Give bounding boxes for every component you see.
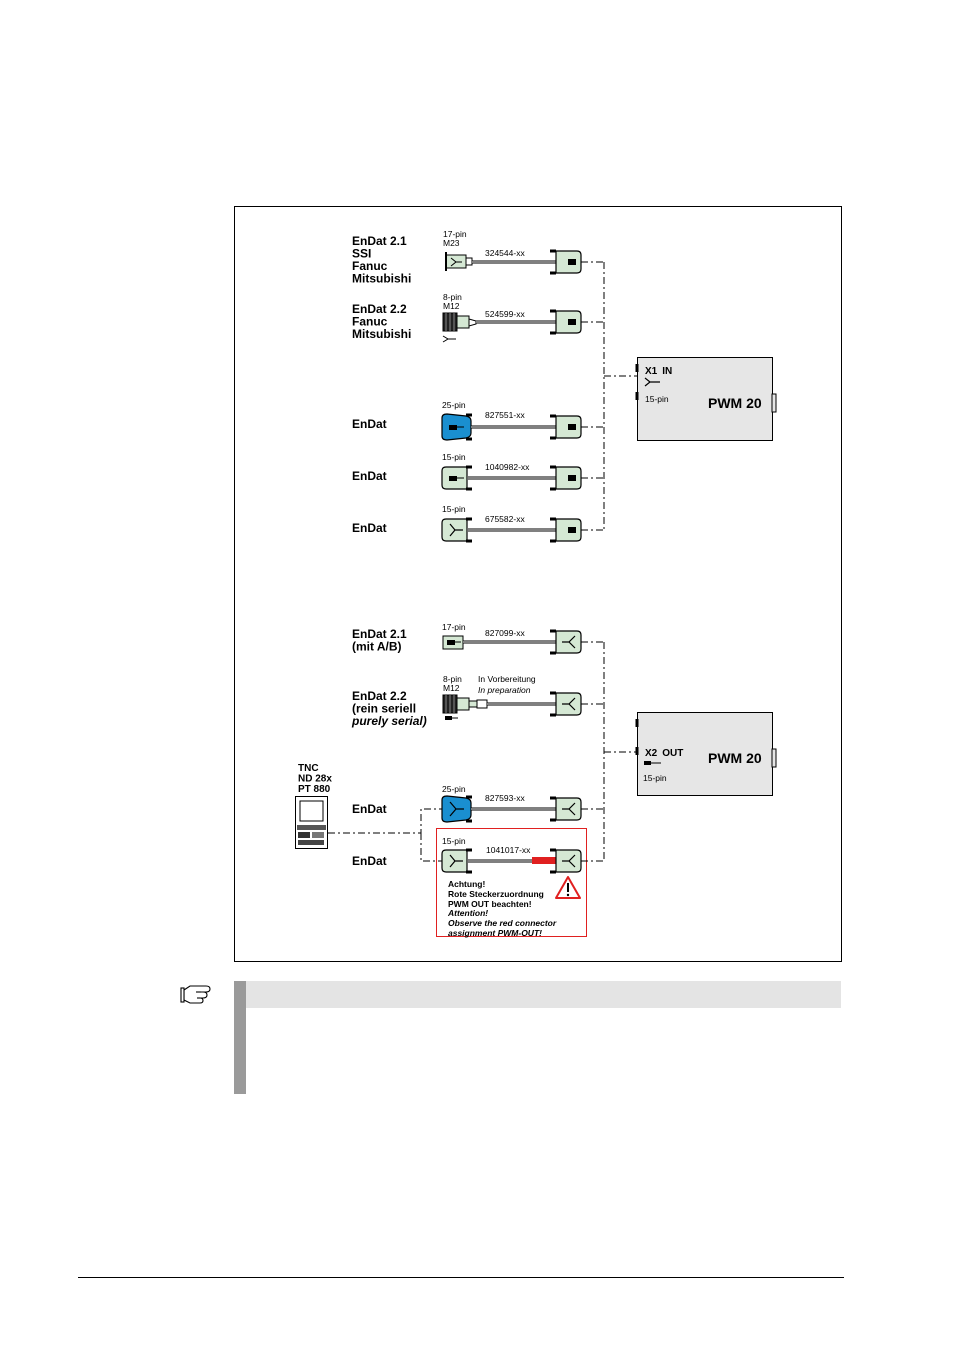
device-name: PWM 20 (708, 750, 762, 766)
row-label: EnDat 2.1(mit A/B) (352, 627, 407, 654)
note-header-bar (246, 981, 841, 1008)
warning-triangle-icon (555, 876, 581, 899)
part-number: 827099-xx (485, 628, 525, 638)
m12-connector (442, 694, 488, 720)
row-label: EnDat (352, 521, 387, 535)
m12-connector (442, 312, 477, 343)
row-label: EnDat (352, 417, 387, 431)
device-name: PWM 20 (708, 395, 762, 411)
pwm20-device-bottom (637, 712, 773, 796)
warning-box (436, 828, 587, 937)
part-number: 675582-xx (485, 514, 525, 524)
part-number: 524599-xx (485, 309, 525, 319)
bottom-group: EnDat 2.1(mit A/B) EnDat 2.2(rein seriel… (295, 622, 777, 938)
pin-label: 25-pin (442, 400, 466, 410)
note-box (180, 981, 841, 1094)
pin-label: 25-pin (442, 784, 466, 794)
female-pin-icon (644, 377, 660, 387)
row-label: EnDat (352, 802, 387, 816)
part-number: 827593-xx (485, 793, 525, 803)
pin-label: 15-pin (442, 452, 466, 462)
pointing-hand-icon (180, 985, 211, 1004)
note-side-bar (234, 981, 246, 1094)
connector-25pin (441, 795, 472, 823)
row-label: EnDat (352, 469, 387, 483)
status-note: In Vorbereitung (478, 674, 536, 684)
part-number: 1041017-xx (486, 845, 531, 855)
m23-connector (445, 252, 473, 271)
pwm20-device-top (637, 357, 773, 441)
part-number: 324544-xx (485, 248, 525, 258)
row-label: EnDat (352, 854, 387, 868)
pin-label: 15-pin (442, 504, 466, 514)
connector-25pin (441, 413, 472, 441)
red-cable-segment (532, 857, 557, 864)
port-pins: 15-pin (645, 394, 669, 404)
status-note-en: In preparation (478, 685, 531, 695)
pin-label: 17-pin (442, 622, 466, 632)
tnc-control-unit-icon (295, 796, 328, 849)
part-number: 827551-xx (485, 410, 525, 420)
port-pins: 15-pin (643, 773, 667, 783)
pin-label: 15-pin (442, 836, 466, 846)
part-number: 1040982-xx (485, 462, 530, 472)
diagram-frame (234, 206, 842, 962)
